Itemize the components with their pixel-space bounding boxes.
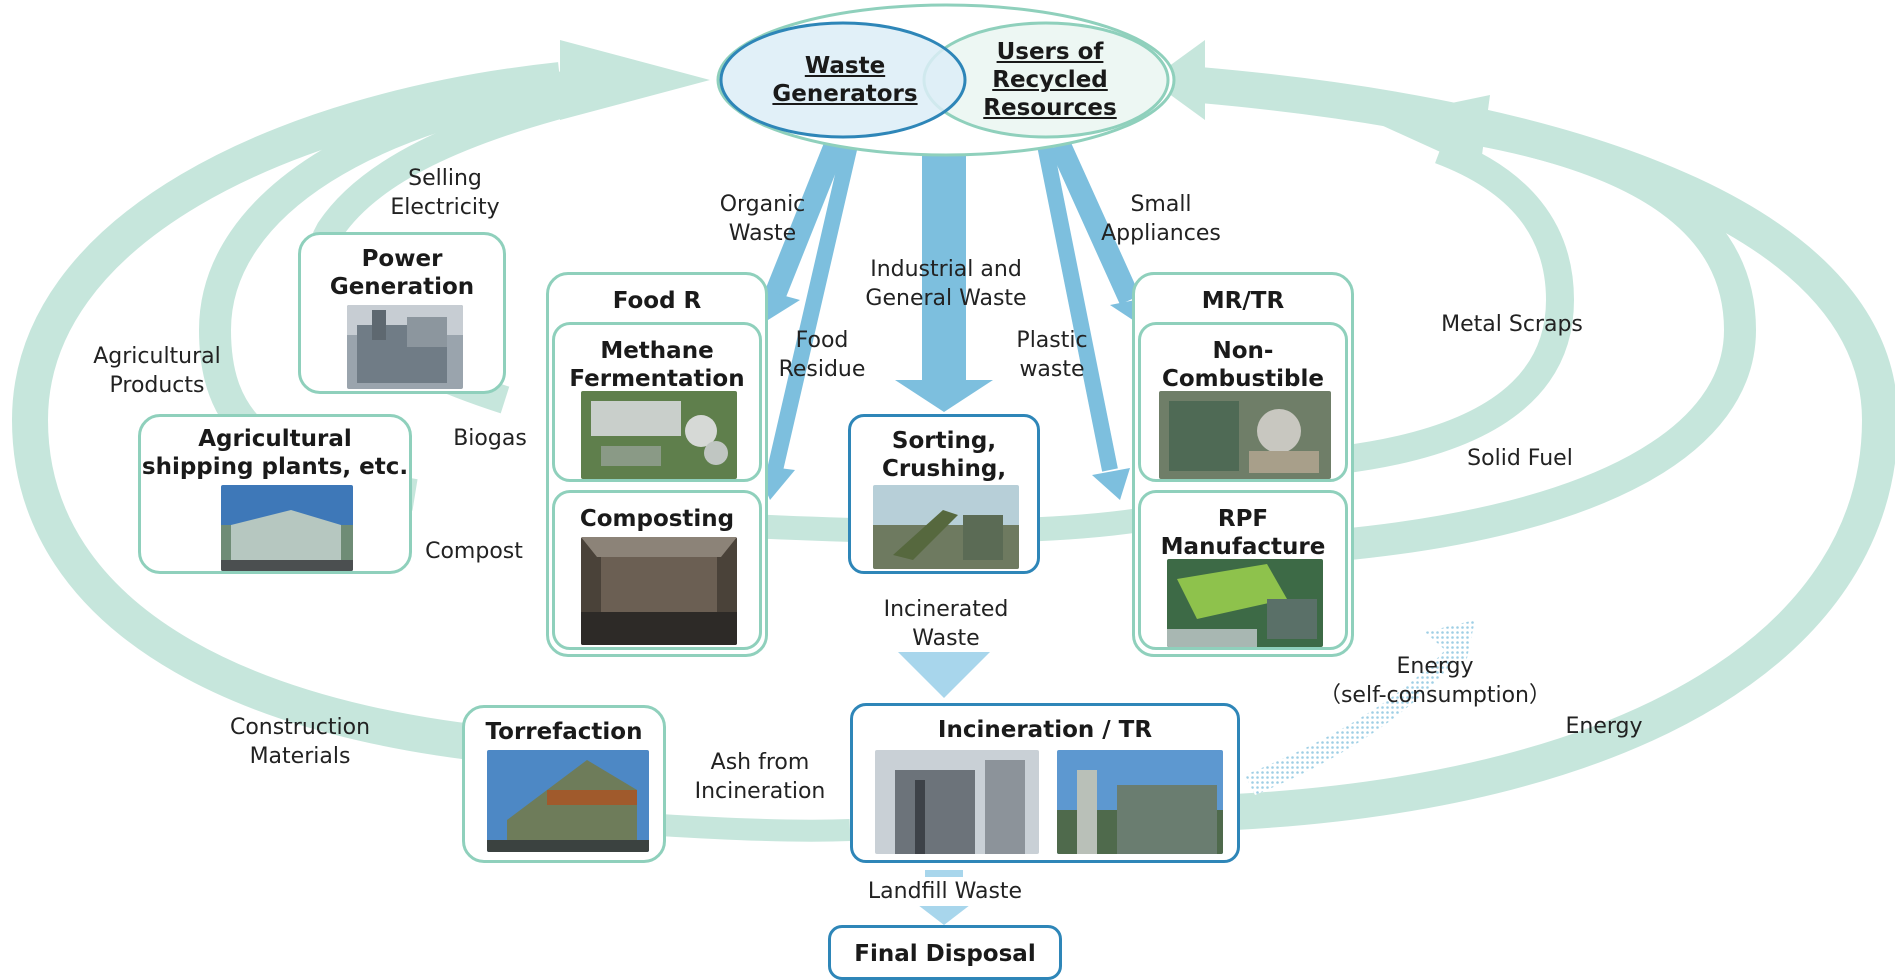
methane-box[interactable]: Methane Fermentation — [552, 322, 762, 482]
rpf-box[interactable]: RPF Manufacture — [1138, 490, 1348, 650]
small-appliances-label: Small Appliances — [1101, 192, 1221, 246]
composting-title: Composting — [579, 506, 735, 532]
rpf-photo — [1167, 559, 1323, 647]
compost-label: Compost — [425, 539, 523, 564]
torrefaction-box[interactable]: Torrefaction — [462, 705, 666, 863]
outer-right-arrowhead — [1150, 40, 1205, 120]
energy-self-arrow — [1245, 620, 1475, 795]
final-disposal-box[interactable]: Final Disposal — [828, 925, 1062, 980]
non-combustible-box[interactable]: Non- Combustible — [1138, 322, 1348, 482]
sorting-photo — [873, 485, 1019, 569]
plastic-waste-arrowhead — [1092, 468, 1130, 500]
biogas-label: Biogas — [453, 426, 527, 451]
generators-ellipse — [719, 21, 967, 139]
incineration-title: Incineration / TR — [937, 717, 1153, 743]
energy-label: Energy — [1565, 714, 1643, 739]
incinerated-waste-arrow — [898, 570, 990, 698]
mr-tr-title: MR/TR — [1201, 288, 1285, 314]
agri-plants-title: Agricultural shipping plants, etc. — [141, 426, 409, 480]
torrefaction-title: Torrefaction — [485, 719, 643, 745]
industrial-general-label: Industrial and General Waste — [865, 257, 1027, 311]
methane-photo — [581, 391, 737, 479]
sorting-box[interactable]: Sorting, Crushing, — [848, 414, 1040, 574]
rpf-title: RPF Manufacture — [1160, 506, 1326, 560]
sorting-title: Sorting, Crushing, — [881, 428, 1007, 482]
waste-generators-label[interactable]: Waste Generators — [772, 53, 918, 107]
food-residue-label: Food Residue — [778, 328, 866, 382]
agri-plants-box[interactable]: Agricultural shipping plants, etc. — [138, 414, 412, 574]
composting-photo — [581, 537, 737, 645]
energy-self-label: Energy （self-consumption） — [1318, 654, 1552, 708]
industrial-waste-arrowhead — [895, 380, 993, 412]
landfill-waste-label: Landfill Waste — [852, 877, 1038, 906]
non-combustible-title: Non- Combustible — [1162, 338, 1324, 392]
solid-fuel-label: Solid Fuel — [1467, 446, 1573, 471]
organic-waste-label: Organic Waste — [719, 192, 806, 246]
methane-title: Methane Fermentation — [569, 338, 745, 392]
incinerated-waste-label: Incinerated Waste — [883, 597, 1009, 651]
agri-products-label: Agricultural Products — [93, 344, 221, 398]
outer-left-arrowhead — [560, 40, 710, 120]
non-combustible-photo — [1159, 391, 1331, 479]
ash-flow-band — [659, 814, 851, 842]
construction-materials-label: Construction Materials — [229, 715, 371, 769]
power-generation-box[interactable]: Power Generation — [298, 232, 506, 394]
agri-plant-photo — [221, 485, 353, 571]
composting-box[interactable]: Composting — [552, 490, 762, 650]
food-r-title: Food R — [612, 288, 702, 314]
torrefaction-photo — [487, 750, 649, 852]
power-generation-title: Power Generation — [329, 246, 475, 300]
users-recycled-label[interactable]: Users of Recycled Resources — [983, 39, 1117, 121]
plastic-waste-label: Plastic waste — [1016, 328, 1088, 382]
final-disposal-title: Final Disposal — [854, 941, 1036, 967]
metal-scraps-label: Metal Scraps — [1441, 312, 1583, 337]
power-plant-photo — [347, 305, 463, 389]
incineration-photo-2 — [1057, 750, 1223, 854]
ash-incineration-label: Ash from Incineration — [694, 750, 826, 804]
incineration-photo-1 — [875, 750, 1039, 854]
incineration-box[interactable]: Incineration / TR — [850, 703, 1240, 863]
top-ellipses — [716, 3, 1176, 157]
selling-electricity-label: Selling Electricity — [390, 166, 500, 220]
